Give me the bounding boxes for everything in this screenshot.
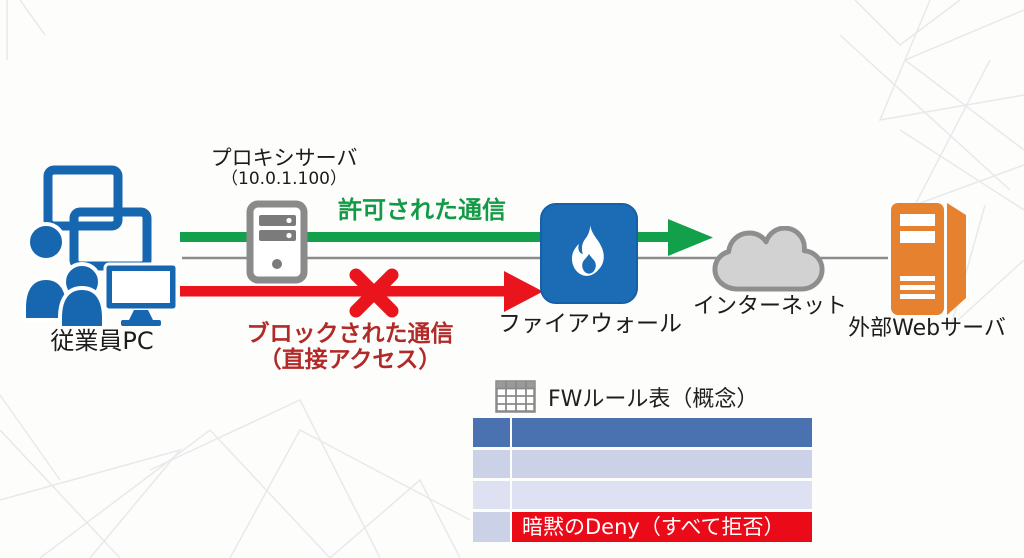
- employee-pc-label: 従業員PC: [50, 327, 154, 355]
- proxy-server-name: プロキシサーバ: [210, 146, 358, 170]
- table-cell: [512, 481, 812, 509]
- web-server-icon: [891, 203, 966, 315]
- table-header-row: [473, 418, 812, 447]
- employee-pc-icon: [22, 165, 179, 328]
- table-cell: [512, 450, 812, 478]
- firewall-label: ファイアウォール: [498, 311, 682, 337]
- table-row: [473, 481, 812, 509]
- blocked-traffic-line1: ブロックされた通信: [246, 321, 454, 347]
- table-grid-icon: [495, 380, 536, 413]
- blocked-traffic-line2: （直接アクセス）: [258, 347, 442, 374]
- blocked-arrow: [180, 271, 543, 312]
- internet-label: インターネット: [692, 294, 847, 319]
- monitor-icon: [103, 262, 179, 326]
- table-cell: [473, 450, 510, 478]
- internet-cloud-icon: [712, 226, 825, 292]
- fw-rule-table: 暗黙のDeny（すべて拒否）: [473, 418, 812, 545]
- rule-table-title-row: FWルール表（概念）: [495, 380, 758, 413]
- flame-icon: [571, 224, 604, 276]
- proxy-server-label: プロキシサーバ （10.0.1.100）: [196, 146, 372, 190]
- proxy-server-icon: [246, 200, 308, 284]
- firewall-icon: [540, 203, 638, 304]
- blocked-traffic-label: ブロックされた通信 （直接アクセス）: [238, 321, 462, 374]
- allowed-traffic-label: 許可された通信: [338, 196, 506, 224]
- implicit-deny-cell: 暗黙のDeny（すべて拒否）: [512, 512, 812, 542]
- web-server-label: 外部Webサーバ: [848, 316, 1006, 341]
- table-row: [473, 450, 812, 478]
- table-deny-row: 暗黙のDeny（すべて拒否）: [473, 512, 812, 542]
- proxy-server-ip: （10.0.1.100）: [221, 169, 347, 190]
- table-cell: [473, 418, 510, 447]
- person-icon: [58, 262, 106, 328]
- table-cell: [512, 418, 812, 447]
- table-cell: [473, 512, 510, 542]
- blocked-x-icon: [349, 268, 399, 318]
- table-cell: [473, 481, 510, 509]
- allowed-arrow: [180, 219, 713, 256]
- rule-table-title: FWルール表（概念）: [548, 386, 759, 412]
